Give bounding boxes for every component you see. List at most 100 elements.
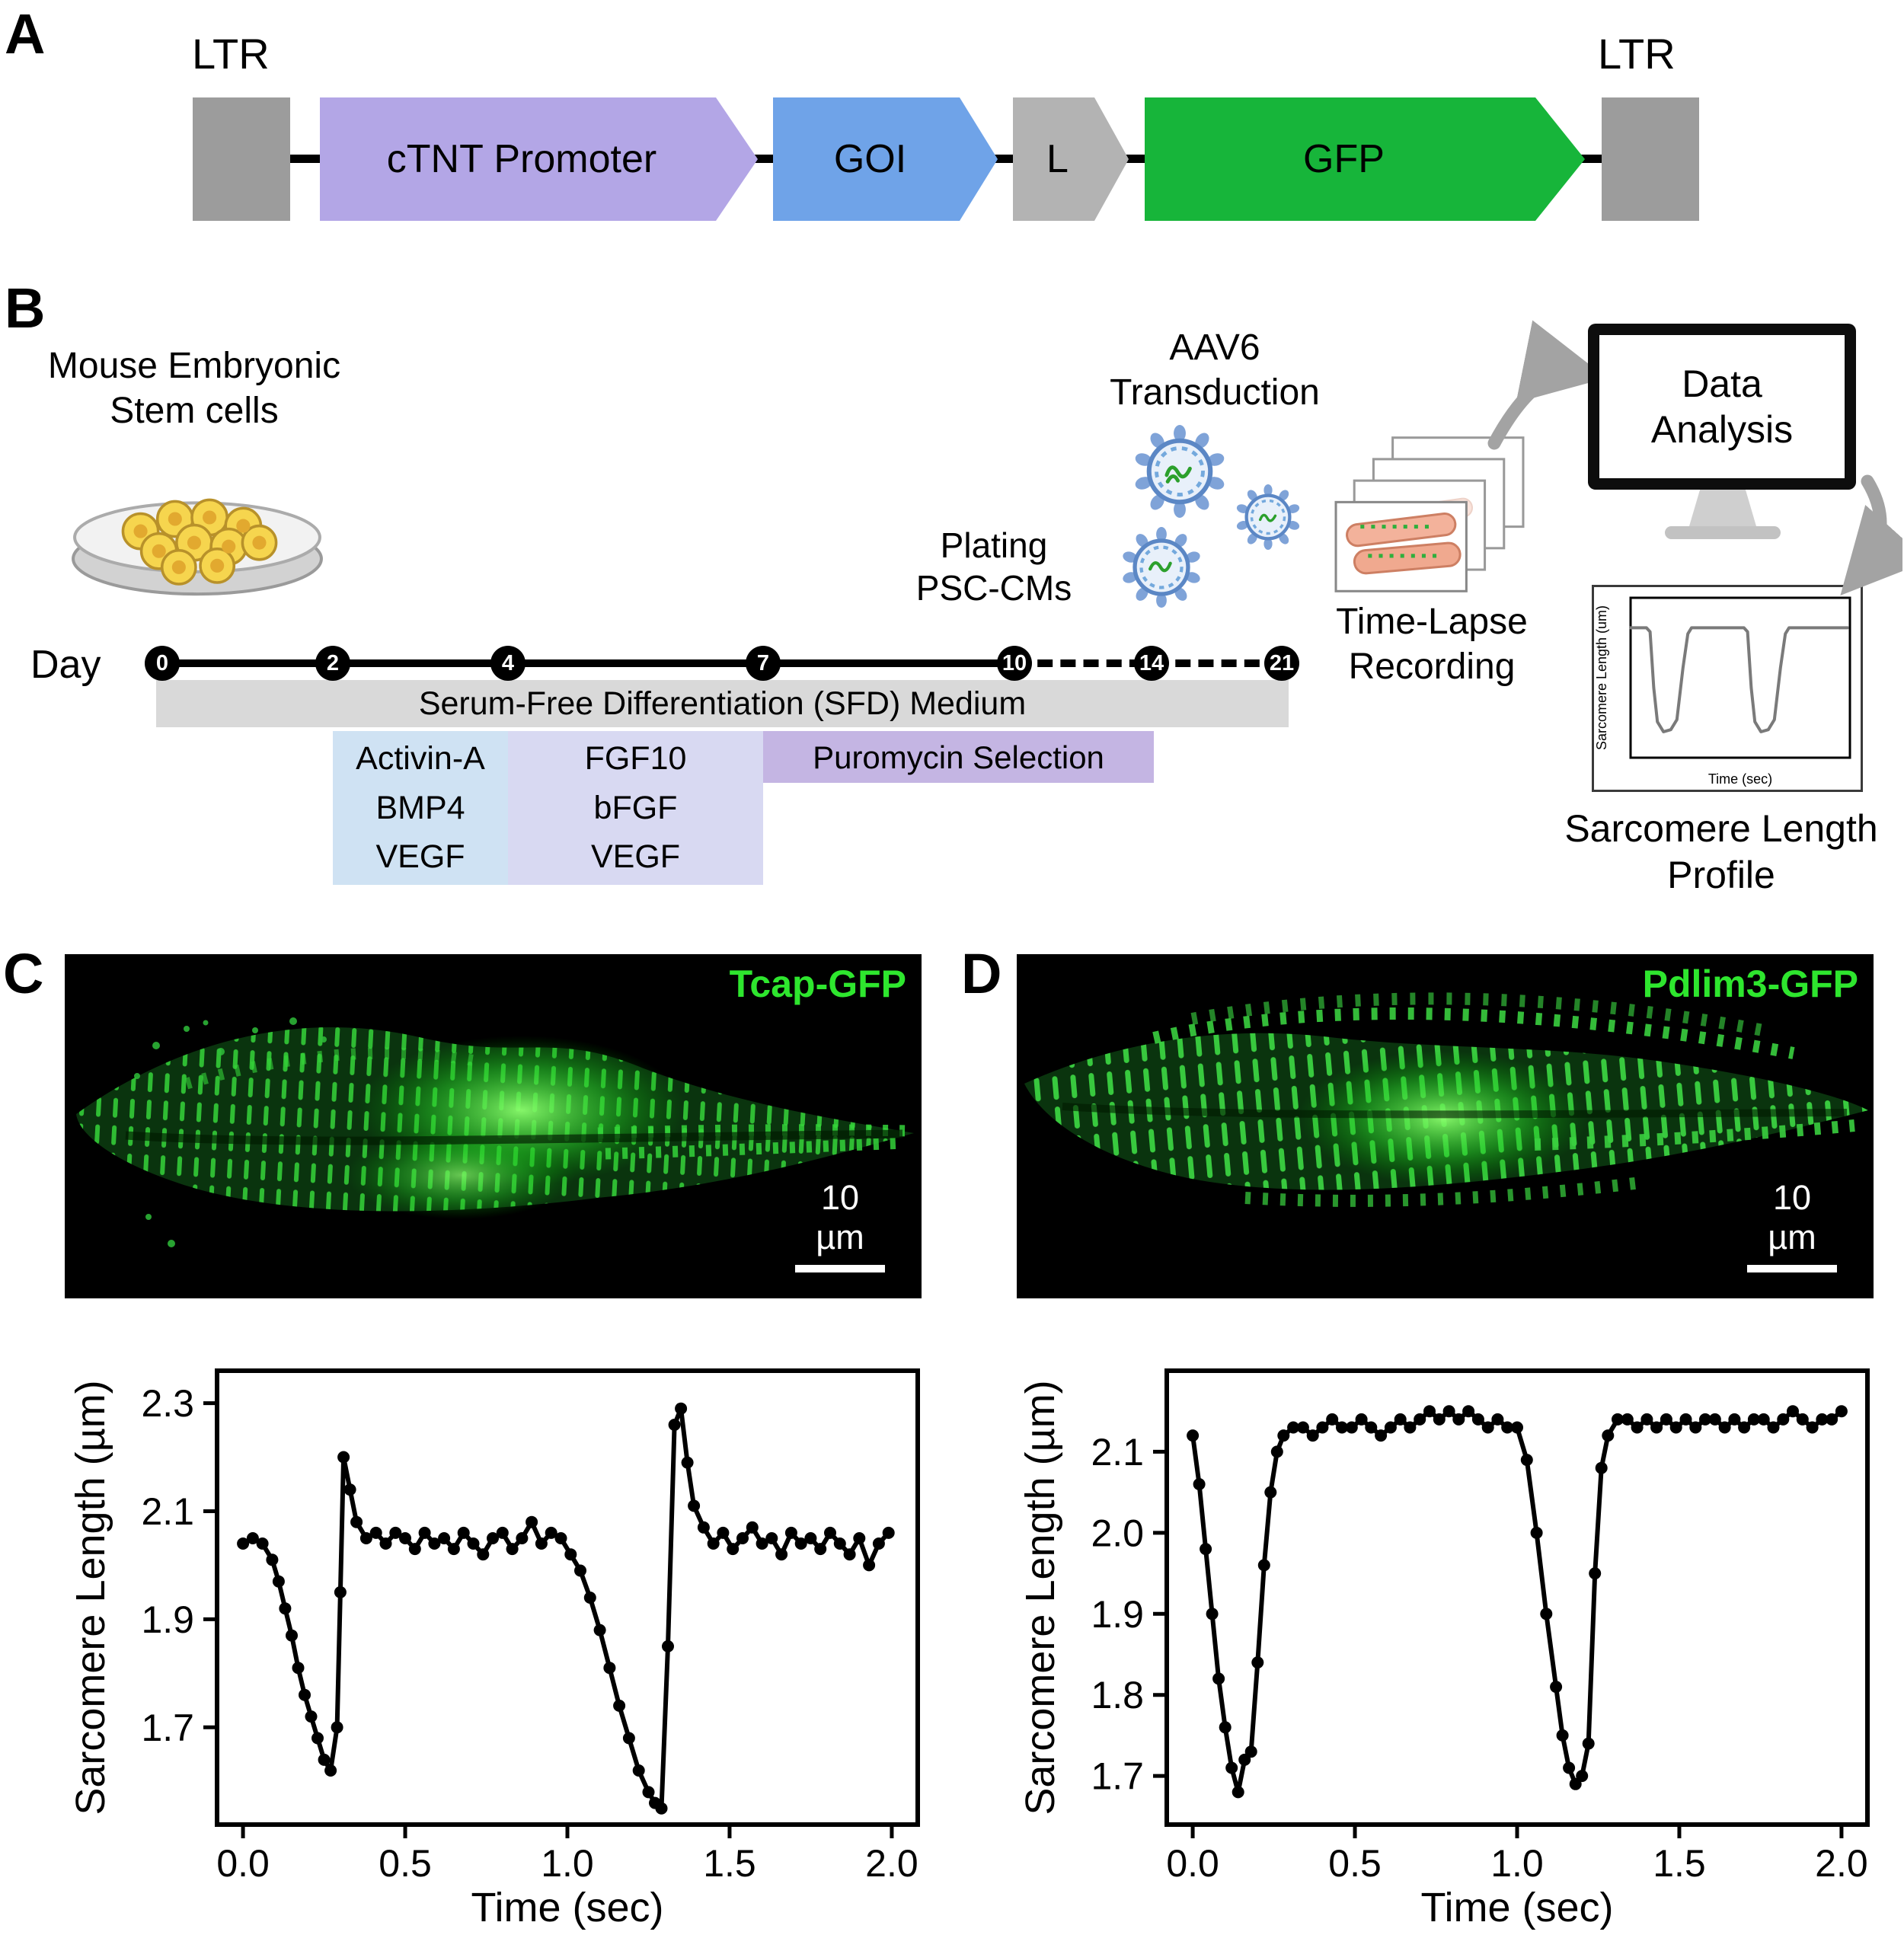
data-analysis-line1: Data bbox=[1682, 362, 1762, 405]
day-node-14: 14 bbox=[1134, 646, 1169, 681]
day-node-7: 7 bbox=[746, 646, 781, 681]
pdlim3-scale-bar bbox=[1747, 1265, 1837, 1272]
day-node-4: 4 bbox=[490, 646, 526, 681]
panel-c-label: C bbox=[3, 942, 44, 1005]
cardiomyocyte-sketch bbox=[1346, 512, 1462, 575]
tcap-fluorescence-image: Tcap-GFP 10 µm bbox=[65, 954, 922, 1298]
puromycin-selection-box: Puromycin Selection bbox=[763, 731, 1154, 783]
aav6-virus-icon-large bbox=[1135, 425, 1225, 518]
ltr-right-label: LTR bbox=[1598, 30, 1676, 78]
factor-fgf10: FGF10 bbox=[584, 740, 687, 778]
svg-text:Sarcomere Length (µm): Sarcomere Length (µm) bbox=[1017, 1380, 1063, 1815]
pdlim3-fluorescence-image: Pdlim3-GFP 10 µm bbox=[1017, 954, 1874, 1298]
ctnt-promoter-arrow: cTNT Promoter bbox=[320, 97, 758, 221]
day-axis-label: Day bbox=[30, 643, 101, 687]
svg-text:2.1: 2.1 bbox=[141, 1490, 194, 1533]
panel-b-label: B bbox=[5, 276, 46, 340]
aav6-caption: AAV6 Transduction bbox=[1078, 326, 1352, 415]
svg-text:2.0: 2.0 bbox=[1091, 1512, 1144, 1554]
goi-label: GOI bbox=[833, 137, 907, 181]
data-analysis-monitor: Data Analysis bbox=[1588, 324, 1856, 490]
svg-text:1.0: 1.0 bbox=[1490, 1842, 1544, 1885]
factor-vegf-2: VEGF bbox=[590, 838, 681, 876]
pdlim3-scale-bar-label: 10 µm bbox=[1768, 1178, 1816, 1256]
factor-bmp4: BMP4 bbox=[375, 789, 465, 826]
stage1-factors-box: Activin-A BMP4 VEGF bbox=[333, 731, 508, 885]
stem-cell-colonies bbox=[121, 498, 278, 586]
arrow-to-profile-icon bbox=[1840, 474, 1902, 596]
day-node-10: 10 bbox=[997, 646, 1032, 681]
svg-text:1.9: 1.9 bbox=[1091, 1593, 1144, 1636]
tcap-scale-bar-label: 10 µm bbox=[816, 1178, 864, 1256]
aav6-virus-icon-medium bbox=[1123, 527, 1200, 608]
gfp-label: GFP bbox=[1303, 137, 1385, 181]
stem-cells-caption-line1: Mouse Embryonic bbox=[47, 346, 341, 386]
tcap-scale-bar bbox=[795, 1265, 885, 1272]
gfp-arrow: GFP bbox=[1145, 97, 1585, 221]
svg-text:1.5: 1.5 bbox=[1653, 1842, 1706, 1885]
timelapse-caption: Time-Lapse Recording bbox=[1295, 600, 1569, 689]
ltr-left-label: LTR bbox=[192, 30, 270, 78]
day-node-2: 2 bbox=[315, 646, 350, 681]
data-analysis-line2: Analysis bbox=[1650, 408, 1794, 451]
monitor-stand-neck bbox=[1689, 490, 1756, 526]
profile-caption: Sarcomere Length Profile bbox=[1554, 806, 1889, 899]
factor-activin-a: Activin-A bbox=[356, 740, 485, 778]
svg-text:1.5: 1.5 bbox=[703, 1842, 756, 1885]
stage2-factors-box: FGF10 bFGF VEGF bbox=[508, 731, 763, 885]
factor-vegf-1: VEGF bbox=[375, 838, 465, 876]
monitor-stand-base bbox=[1665, 526, 1781, 539]
plating-caption: Plating PSC-CMs bbox=[887, 524, 1101, 609]
timeline-solid-segment bbox=[156, 659, 1014, 667]
svg-text:2.0: 2.0 bbox=[1815, 1842, 1868, 1885]
ltr-box-left bbox=[193, 97, 290, 221]
svg-text:1.9: 1.9 bbox=[141, 1598, 194, 1641]
sarcomere-profile-miniplot: Time (sec) Sarcomere Length (um) bbox=[1592, 585, 1863, 792]
factor-bfgf: bFGF bbox=[593, 789, 678, 826]
sarcomere-profile-mini-chart: Time (sec) Sarcomere Length (um) bbox=[1594, 596, 1851, 787]
petri-dish-icon bbox=[72, 498, 323, 596]
svg-text:1.8: 1.8 bbox=[1091, 1674, 1144, 1716]
svg-text:1.7: 1.7 bbox=[1091, 1755, 1144, 1798]
svg-text:0.5: 0.5 bbox=[1328, 1842, 1382, 1885]
goi-arrow: GOI bbox=[773, 97, 998, 221]
svg-text:2.3: 2.3 bbox=[141, 1382, 194, 1425]
svg-text:Sarcomere Length (µm): Sarcomere Length (µm) bbox=[68, 1380, 113, 1815]
plating-caption-line2: PSC-CMs bbox=[915, 568, 1072, 608]
panel-a-label: A bbox=[5, 2, 46, 65]
plating-caption-line1: Plating bbox=[940, 525, 1048, 565]
pdlim3-gfp-label: Pdlim3-GFP bbox=[1642, 963, 1858, 1005]
timelapse-caption-line2: Recording bbox=[1348, 646, 1516, 687]
ctnt-promoter-label: cTNT Promoter bbox=[386, 137, 657, 181]
day-node-21: 21 bbox=[1264, 646, 1299, 681]
profile-caption-line1: Sarcomere Length bbox=[1564, 807, 1878, 850]
puromycin-selection-label: Puromycin Selection bbox=[813, 739, 1104, 775]
aav6-caption-line2: Transduction bbox=[1110, 372, 1320, 413]
tcap-cell-render bbox=[65, 954, 922, 1298]
svg-text:2.1: 2.1 bbox=[1091, 1431, 1144, 1474]
panel-d-label: D bbox=[961, 942, 1002, 1005]
sfd-medium-bar: Serum-Free Differentiation (SFD) Medium bbox=[156, 680, 1289, 727]
svg-text:1.7: 1.7 bbox=[141, 1707, 194, 1749]
pdlim3-cell-render bbox=[1017, 954, 1874, 1298]
stem-cells-caption: Mouse Embryonic Stem cells bbox=[15, 344, 373, 433]
svg-text:0.0: 0.0 bbox=[1166, 1842, 1219, 1885]
svg-text:Time (sec): Time (sec) bbox=[1421, 1885, 1614, 1930]
sfd-medium-label: Serum-Free Differentiation (SFD) Medium bbox=[418, 685, 1027, 722]
stem-cells-caption-line2: Stem cells bbox=[110, 390, 279, 431]
aav6-caption-line1: AAV6 bbox=[1169, 327, 1260, 368]
svg-text:Sarcomere Length (um): Sarcomere Length (um) bbox=[1594, 605, 1609, 750]
timelapse-frames-icon bbox=[1334, 436, 1525, 592]
profile-caption-line2: Profile bbox=[1667, 854, 1775, 896]
svg-text:Time (sec): Time (sec) bbox=[1708, 771, 1772, 787]
tcap-gfp-label: Tcap-GFP bbox=[729, 963, 906, 1005]
aav6-virus-icon-small bbox=[1236, 484, 1300, 550]
timelapse-caption-line1: Time-Lapse bbox=[1336, 602, 1528, 642]
linker-label: L bbox=[1046, 137, 1069, 181]
svg-text:0.5: 0.5 bbox=[379, 1842, 432, 1885]
day-node-0: 0 bbox=[145, 646, 180, 681]
arrow-to-analysis-icon bbox=[1487, 320, 1607, 450]
